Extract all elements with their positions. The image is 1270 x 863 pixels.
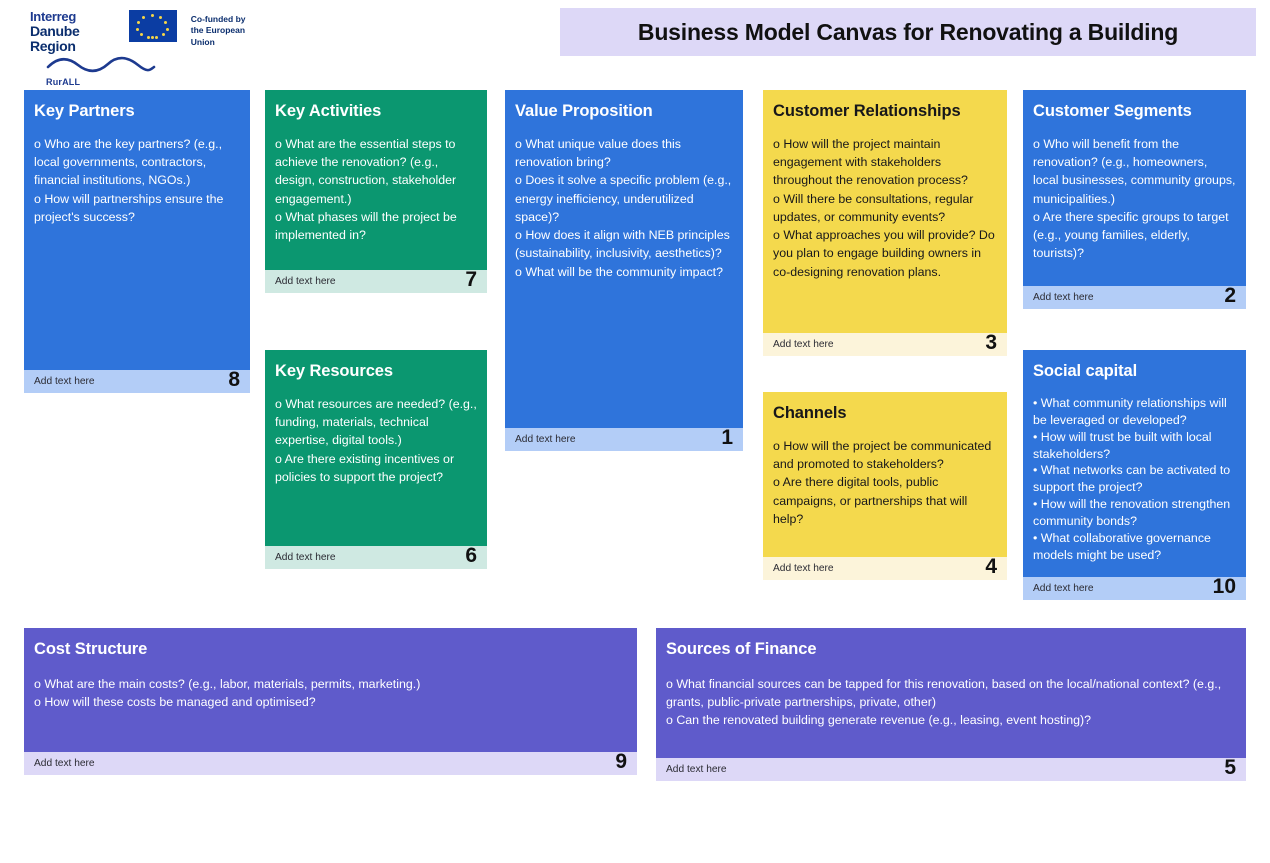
add-text-placeholder[interactable]: Add text here bbox=[1033, 583, 1094, 594]
cofunded-text: Co-funded by the European Union bbox=[191, 10, 260, 48]
block-prompts: o What resources are needed? (e.g., fund… bbox=[275, 397, 477, 484]
block-number: 9 bbox=[615, 750, 627, 773]
block-prompts: o Who will benefit from the renovation? … bbox=[1033, 137, 1236, 261]
block-customer-segments-input[interactable]: Add text here 2 bbox=[1023, 284, 1246, 309]
cofunded-line-2: the European Union bbox=[190, 25, 246, 47]
block-social-capital-input[interactable]: Add text here 10 bbox=[1023, 575, 1246, 600]
block-value-proposition-head: Value Proposition o What unique value do… bbox=[505, 90, 743, 428]
block-prompts: o What are the essential steps to achiev… bbox=[275, 137, 457, 243]
add-text-placeholder[interactable]: Add text here bbox=[773, 563, 834, 574]
block-prompts: o What unique value does this renovation… bbox=[515, 137, 732, 279]
block-value-proposition[interactable]: Value Proposition o What unique value do… bbox=[505, 90, 743, 612]
block-prompts: o What are the main costs? (e.g., labor,… bbox=[34, 677, 421, 710]
block-key-activities[interactable]: Key Activities o What are the essential … bbox=[265, 90, 487, 344]
block-key-partners[interactable]: Key Partners o Who are the key partners?… bbox=[24, 90, 250, 612]
add-text-placeholder[interactable]: Add text here bbox=[515, 434, 576, 445]
block-number: 1 bbox=[721, 426, 733, 449]
block-key-activities-input[interactable]: Add text here 7 bbox=[265, 268, 487, 293]
block-title: Channels bbox=[773, 404, 847, 422]
block-title: Customer Segments bbox=[1033, 102, 1192, 120]
add-text-placeholder[interactable]: Add text here bbox=[34, 376, 95, 387]
block-cost-structure-input[interactable]: Add text here 9 bbox=[24, 750, 637, 775]
block-number: 10 bbox=[1212, 575, 1236, 598]
add-text-placeholder[interactable]: Add text here bbox=[275, 276, 336, 287]
block-sources-of-finance-input[interactable]: Add text here 5 bbox=[656, 756, 1246, 781]
add-text-placeholder[interactable]: Add text here bbox=[34, 758, 95, 769]
block-number: 5 bbox=[1224, 756, 1236, 779]
block-number: 6 bbox=[465, 544, 477, 567]
add-text-placeholder[interactable]: Add text here bbox=[773, 339, 834, 350]
page-title: Business Model Canvas for Renovating a B… bbox=[637, 18, 1179, 45]
block-key-partners-head: Key Partners o Who are the key partners?… bbox=[24, 90, 250, 370]
page-title-banner: Business Model Canvas for Renovating a B… bbox=[560, 8, 1256, 56]
block-cost-structure-head: Cost Structure o What are the main costs… bbox=[24, 628, 637, 752]
block-key-activities-head: Key Activities o What are the essential … bbox=[265, 90, 487, 270]
rurall-logo: RurALL bbox=[46, 56, 260, 87]
block-title: Sources of Finance bbox=[666, 640, 817, 658]
danube-region-wordmark: Danube Region bbox=[30, 23, 80, 54]
block-title: Value Proposition bbox=[515, 102, 653, 120]
block-social-capital[interactable]: Social capital • What community relation… bbox=[1023, 350, 1246, 612]
block-prompts: • What community relationships will be l… bbox=[1033, 396, 1231, 562]
block-customer-segments-head: Customer Segments o Who will benefit fro… bbox=[1023, 90, 1246, 286]
add-text-placeholder[interactable]: Add text here bbox=[666, 764, 727, 775]
block-social-capital-head: Social capital • What community relation… bbox=[1023, 350, 1246, 577]
rurall-label: RurALL bbox=[46, 76, 81, 87]
block-key-partners-input[interactable]: Add text here 8 bbox=[24, 368, 250, 393]
block-title: Key Partners bbox=[34, 102, 135, 120]
block-sources-of-finance[interactable]: Sources of Finance o What financial sour… bbox=[656, 628, 1246, 834]
block-prompts: o What financial sources can be tapped f… bbox=[666, 677, 1222, 728]
block-customer-relationships-head: Customer Relationships o How will the pr… bbox=[763, 90, 1007, 333]
cofunded-line-1: Co-funded by bbox=[190, 14, 246, 24]
block-title: Cost Structure bbox=[34, 640, 148, 658]
block-number: 2 bbox=[1224, 284, 1236, 307]
add-text-placeholder[interactable]: Add text here bbox=[1033, 292, 1094, 303]
block-number: 4 bbox=[985, 555, 997, 578]
wave-icon bbox=[46, 56, 156, 72]
block-cost-structure[interactable]: Cost Structure o What are the main costs… bbox=[24, 628, 637, 834]
block-prompts: o How will the project be communicated a… bbox=[773, 439, 992, 526]
block-customer-segments[interactable]: Customer Segments o Who will benefit fro… bbox=[1023, 90, 1246, 333]
block-channels[interactable]: Channels o How will the project be commu… bbox=[763, 392, 1007, 612]
block-prompts: o Who are the key partners? (e.g., local… bbox=[34, 137, 224, 224]
block-key-resources-input[interactable]: Add text here 6 bbox=[265, 544, 487, 569]
block-title: Key Activities bbox=[275, 102, 382, 120]
block-title: Customer Relationships bbox=[773, 102, 961, 120]
block-number: 7 bbox=[465, 268, 477, 291]
add-text-placeholder[interactable]: Add text here bbox=[275, 552, 336, 563]
block-number: 8 bbox=[228, 368, 240, 391]
block-customer-relationships[interactable]: Customer Relationships o How will the pr… bbox=[763, 90, 1007, 397]
block-title: Key Resources bbox=[275, 362, 393, 380]
interreg-logo: Interreg Danube Region bbox=[30, 10, 115, 53]
eu-flag-icon bbox=[128, 10, 177, 42]
block-sources-of-finance-head: Sources of Finance o What financial sour… bbox=[656, 628, 1246, 758]
interreg-wordmark: Interreg bbox=[30, 9, 77, 24]
block-value-proposition-input[interactable]: Add text here 1 bbox=[505, 426, 743, 451]
block-key-resources-head: Key Resources o What resources are neede… bbox=[265, 350, 487, 546]
block-key-resources[interactable]: Key Resources o What resources are neede… bbox=[265, 350, 487, 612]
block-title: Social capital bbox=[1033, 362, 1138, 380]
block-channels-head: Channels o How will the project be commu… bbox=[763, 392, 1007, 557]
block-prompts: o How will the project maintain engageme… bbox=[773, 137, 995, 279]
block-number: 3 bbox=[985, 331, 997, 354]
block-channels-input[interactable]: Add text here 4 bbox=[763, 555, 1007, 580]
programme-logo: Interreg Danube Region Co-funded by the bbox=[30, 10, 260, 87]
block-customer-relationships-input[interactable]: Add text here 3 bbox=[763, 331, 1007, 356]
